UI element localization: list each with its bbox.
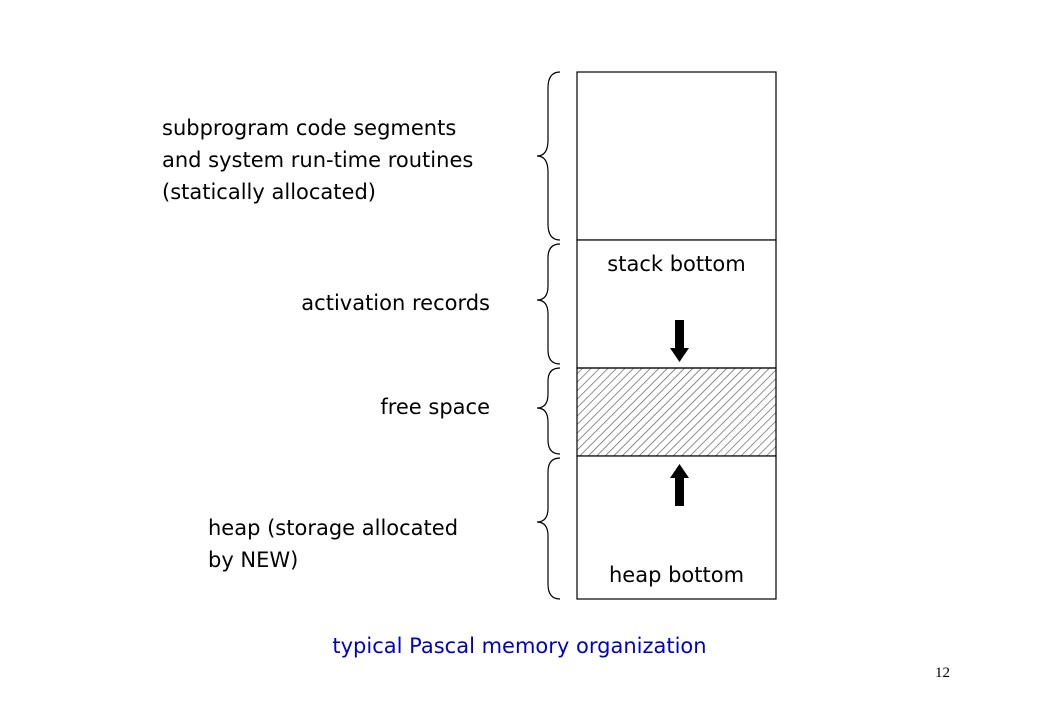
free-space-block <box>576 367 777 457</box>
code-segment-block <box>576 71 777 241</box>
heap-line-1: heap (storage allocated <box>208 516 459 540</box>
heap-bottom-text: heap bottom <box>608 563 745 587</box>
code-segments-line-3: (statically allocated) <box>162 180 376 204</box>
page-number: 12 <box>935 665 950 681</box>
heap-bottom-label: heap bottom <box>577 559 776 591</box>
stack-bottom-text: stack bottom <box>607 252 746 276</box>
code-segments-label: subprogram code segments and system run-… <box>162 112 473 208</box>
heap-brace <box>536 457 561 600</box>
stack-bottom-label: stack bottom <box>577 248 776 280</box>
activation-records-text: activation records <box>301 291 490 315</box>
activation-records-brace <box>536 243 561 365</box>
stack-growth-down-arrow <box>670 320 689 362</box>
free-space-label: free space <box>380 391 490 423</box>
code-segments-line-1: subprogram code segments <box>162 116 457 140</box>
diagram-caption: typical Pascal memory organization <box>332 634 707 658</box>
free-space-text: free space <box>380 395 490 419</box>
heap-growth-up-arrow <box>670 464 689 506</box>
free-space-brace <box>536 367 561 455</box>
activation-records-label: activation records <box>301 287 490 319</box>
heap-line-2: by NEW) <box>208 548 299 572</box>
heap-label: heap (storage allocated by NEW) <box>208 512 458 576</box>
code-segment-brace <box>536 71 561 241</box>
code-segments-line-2: and system run-time routines <box>162 148 474 172</box>
